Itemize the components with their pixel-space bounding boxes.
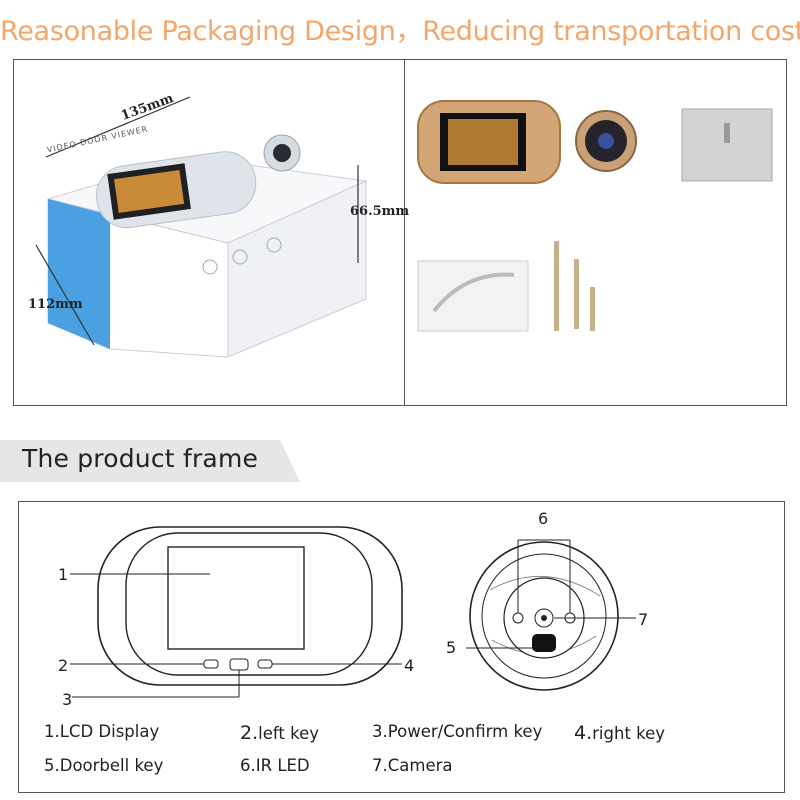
box-height-label: 66.5mm xyxy=(350,204,410,219)
camera-diagram xyxy=(466,539,636,691)
callout-7: 7 xyxy=(638,610,649,629)
callout-4: 4 xyxy=(404,656,415,675)
section-title: The product frame xyxy=(22,444,259,473)
packaging-panel xyxy=(13,59,787,406)
legend-ir-led: 6.IR LED xyxy=(240,756,310,775)
product-frame-panel xyxy=(18,501,785,793)
callout-3: 3 xyxy=(62,690,73,709)
legend-right-key-text: right key xyxy=(592,724,666,743)
monitor-diagram xyxy=(70,526,403,698)
package-contents-image xyxy=(417,100,773,332)
section-banner xyxy=(0,440,300,482)
legend-left-key-text: left key xyxy=(258,724,319,743)
callout-5: 5 xyxy=(446,638,457,657)
legend-lcd-display: 1.LCD Display xyxy=(44,722,160,741)
callout-1: 1 xyxy=(58,565,69,584)
callout-2: 2 xyxy=(58,656,69,675)
legend-right-key-number: 4. xyxy=(574,722,593,744)
callout-6: 6 xyxy=(538,509,549,528)
legend-camera: 7.Camera xyxy=(372,756,453,775)
legend-power-key: 3.Power/Confirm key xyxy=(372,722,543,741)
legend-right-key: 4.right key xyxy=(574,722,665,744)
legend-left-key-number: 2. xyxy=(240,722,259,744)
legend-left-key: 2.left key xyxy=(240,722,319,744)
legend-doorbell-key: 5.Doorbell key xyxy=(44,756,164,775)
box-depth-label: 112mm xyxy=(28,297,83,312)
page-headline: Reasonable Packaging Design，Reducing tra… xyxy=(0,16,800,47)
packaging-box-image xyxy=(35,96,368,358)
panel-divider xyxy=(404,59,405,406)
